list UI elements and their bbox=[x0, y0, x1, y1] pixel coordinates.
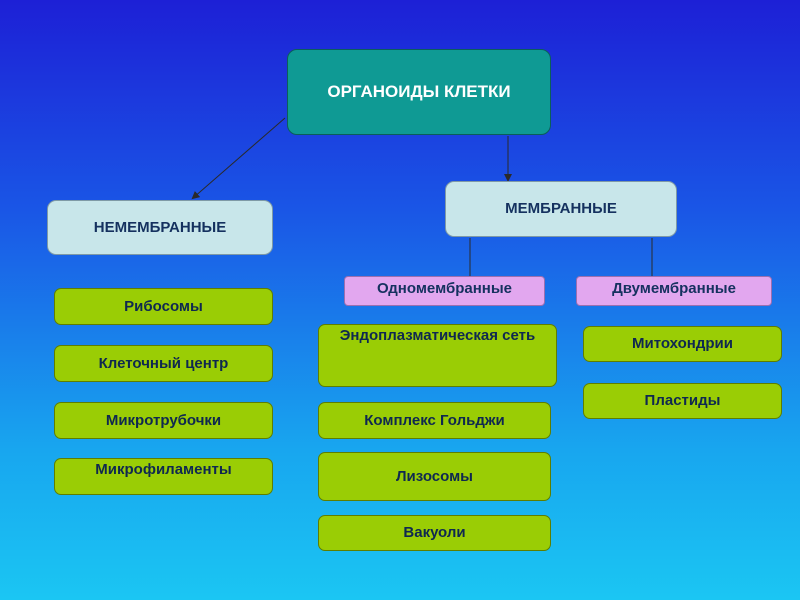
item-cell-center-label: Клеточный центр bbox=[98, 354, 229, 372]
item-golgi-complex: Комплекс Гольджи bbox=[318, 402, 551, 439]
item-lysosomes-label: Лизосомы bbox=[395, 467, 473, 485]
item-ribosomes: Рибосомы bbox=[54, 288, 273, 325]
item-endoplasmic-reticulum: Эндоплазматическая сеть bbox=[318, 324, 557, 387]
root-node-label: ОРГАНОИДЫ КЛЕТКИ bbox=[327, 82, 511, 102]
item-plastids-label: Пластиды bbox=[644, 392, 721, 410]
subcategory-double-membrane-label: Двумембранные bbox=[612, 280, 736, 297]
arrow-root-to-non-membrane bbox=[191, 117, 286, 200]
item-lysosomes: Лизосомы bbox=[318, 452, 551, 501]
item-ribosomes-label: Рибосомы bbox=[124, 297, 203, 315]
item-mitochondria: Митохондрии bbox=[583, 326, 782, 362]
subcategory-single-membrane: Одномембранные bbox=[344, 276, 545, 306]
item-plastids: Пластиды bbox=[583, 383, 782, 419]
subcategory-single-membrane-label: Одномембранные bbox=[376, 280, 513, 297]
root-node-cell-organelles: ОРГАНОИДЫ КЛЕТКИ bbox=[287, 49, 551, 135]
subcategory-double-membrane: Двумембранные bbox=[576, 276, 772, 306]
item-microfilaments: Микрофиламенты bbox=[54, 458, 273, 495]
item-microfilaments-label: Микрофиламенты bbox=[95, 461, 232, 478]
item-mitochondria-label: Митохондрии bbox=[632, 335, 733, 353]
item-vacuoles: Вакуоли bbox=[318, 515, 551, 551]
category-membrane-label: МЕМБРАННЫЕ bbox=[505, 200, 617, 218]
item-microtubules-label: Микротрубочки bbox=[105, 411, 222, 429]
category-non-membrane: НЕМЕМБРАННЫЕ bbox=[47, 200, 273, 255]
item-vacuoles-label: Вакуоли bbox=[403, 524, 466, 542]
category-membrane: МЕМБРАННЫЕ bbox=[445, 181, 677, 237]
category-non-membrane-label: НЕМЕМБРАННЫЕ bbox=[93, 218, 227, 236]
item-endoplasmic-reticulum-label: Эндоплазматическая сеть bbox=[339, 327, 536, 344]
item-golgi-complex-label: Комплекс Гольджи bbox=[364, 411, 505, 429]
item-microtubules: Микротрубочки bbox=[54, 402, 273, 439]
item-cell-center: Клеточный центр bbox=[54, 345, 273, 382]
